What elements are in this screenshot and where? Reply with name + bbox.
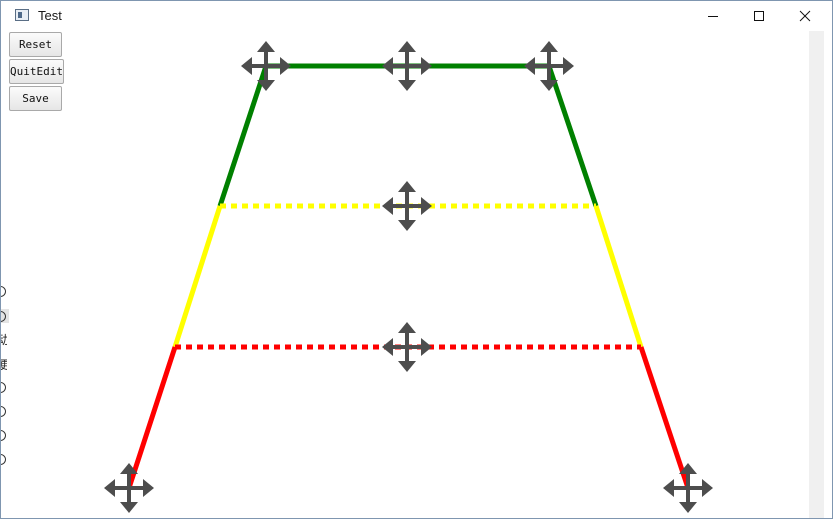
app-window-icon [15,9,29,21]
right-edge-red [638,346,691,489]
move-handle-bottom-right[interactable] [661,461,715,515]
close-button[interactable] [782,1,828,31]
left-edge-yellow [172,205,223,348]
title-bar[interactable]: Test [1,1,832,31]
minimize-icon [708,16,718,17]
save-button[interactable]: Save [9,86,62,111]
background-label: 动 [1,331,7,348]
right-edge-yellow [593,205,644,348]
quit-edit-button[interactable]: QuitEdit [9,59,64,84]
background-radio [1,311,13,323]
minimize-button[interactable] [690,1,736,31]
background-radio [1,454,13,466]
close-icon [799,10,811,22]
background-radio [1,406,13,418]
window-title: Test [38,8,62,23]
right-edge-green [546,65,599,207]
left-edge-red [126,346,178,489]
maximize-button[interactable] [736,1,782,31]
move-handle-top-right[interactable] [522,39,576,93]
left-edge-green [217,65,269,207]
background-radio [1,286,13,298]
background-radio [1,382,13,394]
vertical-scrollbar[interactable] [809,31,824,518]
background-label: 便 [1,356,7,373]
move-handle-bottom-left[interactable] [102,461,156,515]
move-handle-top-center[interactable] [380,39,434,93]
move-handle-middle-line[interactable] [380,179,434,233]
reset-button[interactable]: Reset [9,32,62,57]
move-handle-top-left[interactable] [239,39,293,93]
maximize-icon [754,11,764,21]
move-handle-lower-line[interactable] [380,320,434,374]
background-radio [1,430,13,442]
